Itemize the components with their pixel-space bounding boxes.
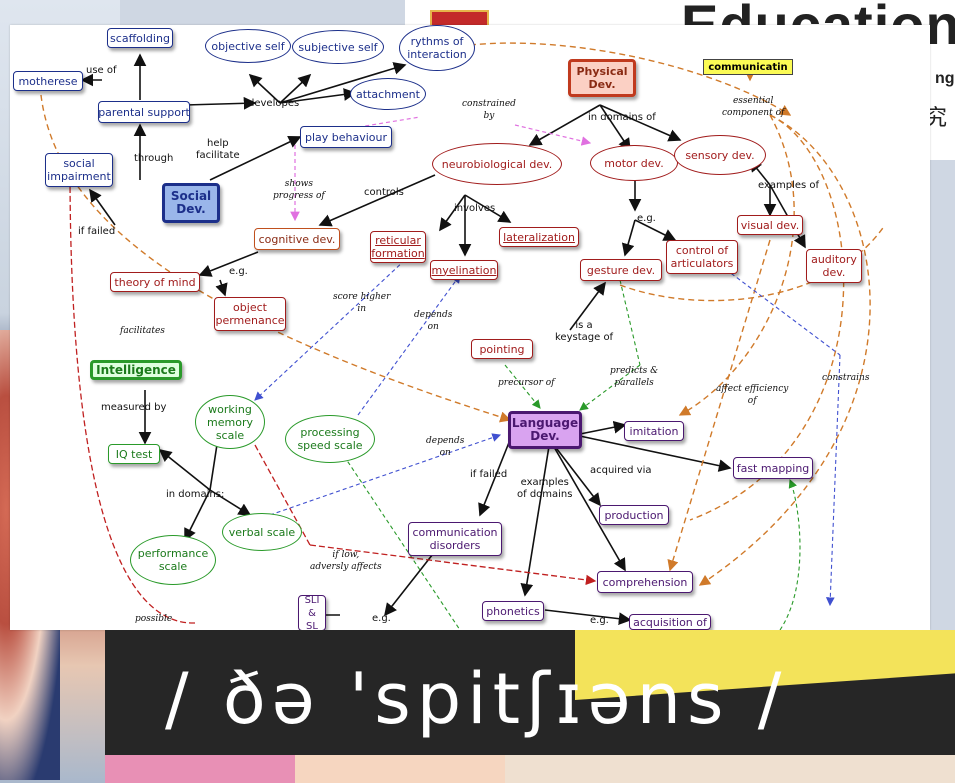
node-neurobiological-dev[interactable]: neurobiological dev. [432, 143, 562, 185]
banner-bottom-strip [105, 755, 955, 783]
education-cjk-text: 究 [925, 106, 948, 131]
link-precursor-of: precursor of [498, 378, 555, 388]
link-score-higher-in: score higher in [333, 292, 391, 314]
link-in-domains-of: in domains of [588, 112, 656, 123]
link-if-failed-1: if failed [78, 226, 116, 237]
link-involves: involves [454, 203, 496, 214]
link-shows-progress-of: shows progress of [273, 179, 325, 201]
node-play-behaviour[interactable]: play behaviour [300, 126, 392, 148]
node-processing-speed-scale[interactable]: processing speed scale [285, 415, 375, 463]
node-sli[interactable]: SLI & SL [298, 595, 326, 632]
node-sensory-dev[interactable]: sensory dev. [674, 135, 766, 175]
node-theory-of-mind[interactable]: theory of mind [110, 272, 200, 292]
node-motor-dev[interactable]: motor dev. [590, 145, 678, 181]
link-if-failed-2: if failed [470, 469, 508, 480]
link-eg-4: e.g. [590, 615, 609, 626]
link-acquired-via: acquired via [590, 465, 652, 476]
node-production[interactable]: production [599, 505, 669, 525]
link-constrained-by: constrained by [462, 99, 516, 121]
link-depends-on-2: depends on [426, 436, 465, 458]
link-eg-1: e.g. [637, 213, 656, 224]
link-in-domains: in domains: [166, 489, 225, 500]
phonetic-transcription: / ðə 'spitʃɪəns / [165, 658, 788, 740]
node-fast-mapping[interactable]: fast mapping [733, 457, 813, 479]
node-lateralization[interactable]: lateralization [499, 227, 579, 247]
node-working-memory-scale[interactable]: working memory scale [195, 395, 265, 449]
node-intelligence[interactable]: Intelligence [90, 360, 182, 380]
node-performance-scale[interactable]: performance scale [130, 535, 216, 585]
link-developes: developes [248, 98, 300, 109]
concept-map: scaffolding objective self subjective se… [10, 25, 930, 632]
link-depends-on-1: depends on [414, 310, 453, 332]
node-pointing[interactable]: pointing [471, 339, 533, 359]
node-verbal-scale[interactable]: verbal scale [222, 513, 302, 551]
node-acquisition-of[interactable]: acquisition of [629, 614, 711, 630]
node-communicatin[interactable]: communicatin [703, 59, 793, 75]
link-predicts-parallels: predicts & parallels [610, 366, 659, 388]
node-visual-dev[interactable]: visual dev. [737, 215, 803, 235]
link-use-of: use of [86, 65, 117, 76]
node-object-permenance[interactable]: object permenance [214, 297, 286, 331]
link-measured-by: measured by [101, 402, 167, 413]
node-comprehension[interactable]: comprehension [597, 571, 693, 593]
node-physical-dev[interactable]: Physical Dev. [568, 59, 636, 97]
link-examples-of-domains: examples of domains [517, 477, 573, 500]
link-facilitates: facilitates [120, 326, 165, 336]
link-eg-2: e.g. [229, 266, 248, 277]
link-examples-of: examples of [758, 180, 820, 191]
link-is-a-keystage-of: is a keystage of [555, 320, 614, 343]
node-cognitive-dev[interactable]: cognitive dev. [254, 228, 340, 250]
node-control-of-articulators[interactable]: control of articulators [666, 240, 738, 274]
phonetic-banner: / ðə 'spitʃɪəns / [105, 630, 955, 783]
node-objective-self[interactable]: objective self [205, 29, 291, 63]
node-subjective-self[interactable]: subjective self [292, 30, 384, 64]
node-social-dev[interactable]: Social Dev. [162, 183, 220, 223]
concept-map-links [39, 42, 886, 630]
link-essential-component-of: essential component of [722, 96, 785, 118]
link-eg-3: e.g. [372, 613, 391, 624]
link-through: through [134, 153, 174, 164]
node-phonetics[interactable]: phonetics [482, 601, 544, 621]
node-scaffolding[interactable]: scaffolding [107, 28, 173, 48]
node-iq-test[interactable]: IQ test [108, 444, 160, 464]
node-parental-support[interactable]: parental support [98, 101, 190, 123]
link-possible: possible [135, 614, 173, 624]
link-controls: controls [364, 187, 404, 198]
node-attachment[interactable]: attachment [350, 78, 426, 110]
link-help-facilitate: help facilitate [196, 138, 240, 161]
link-affect-efficiency-of: affect efficiency of [716, 384, 789, 406]
link-if-low-adversly-affects: if low, adversly affects [310, 550, 382, 572]
node-gesture-dev[interactable]: gesture dev. [580, 259, 662, 281]
education-subtitle: ng [935, 70, 955, 87]
node-auditory-dev[interactable]: auditory dev. [806, 249, 862, 283]
node-social-impairment[interactable]: social impairment [45, 153, 113, 187]
node-communication-disorders[interactable]: communication disorders [408, 522, 502, 556]
node-myelination[interactable]: myelination [430, 260, 498, 280]
node-motherese[interactable]: motherese [13, 71, 83, 91]
node-reticular-formation[interactable]: reticular formation [370, 231, 426, 263]
node-language-dev[interactable]: Language Dev. [508, 411, 582, 449]
node-rythms-of-interaction[interactable]: rythms of interaction [399, 25, 475, 71]
link-constrains: constrains [822, 373, 870, 383]
node-imitation[interactable]: imitation [624, 421, 684, 441]
